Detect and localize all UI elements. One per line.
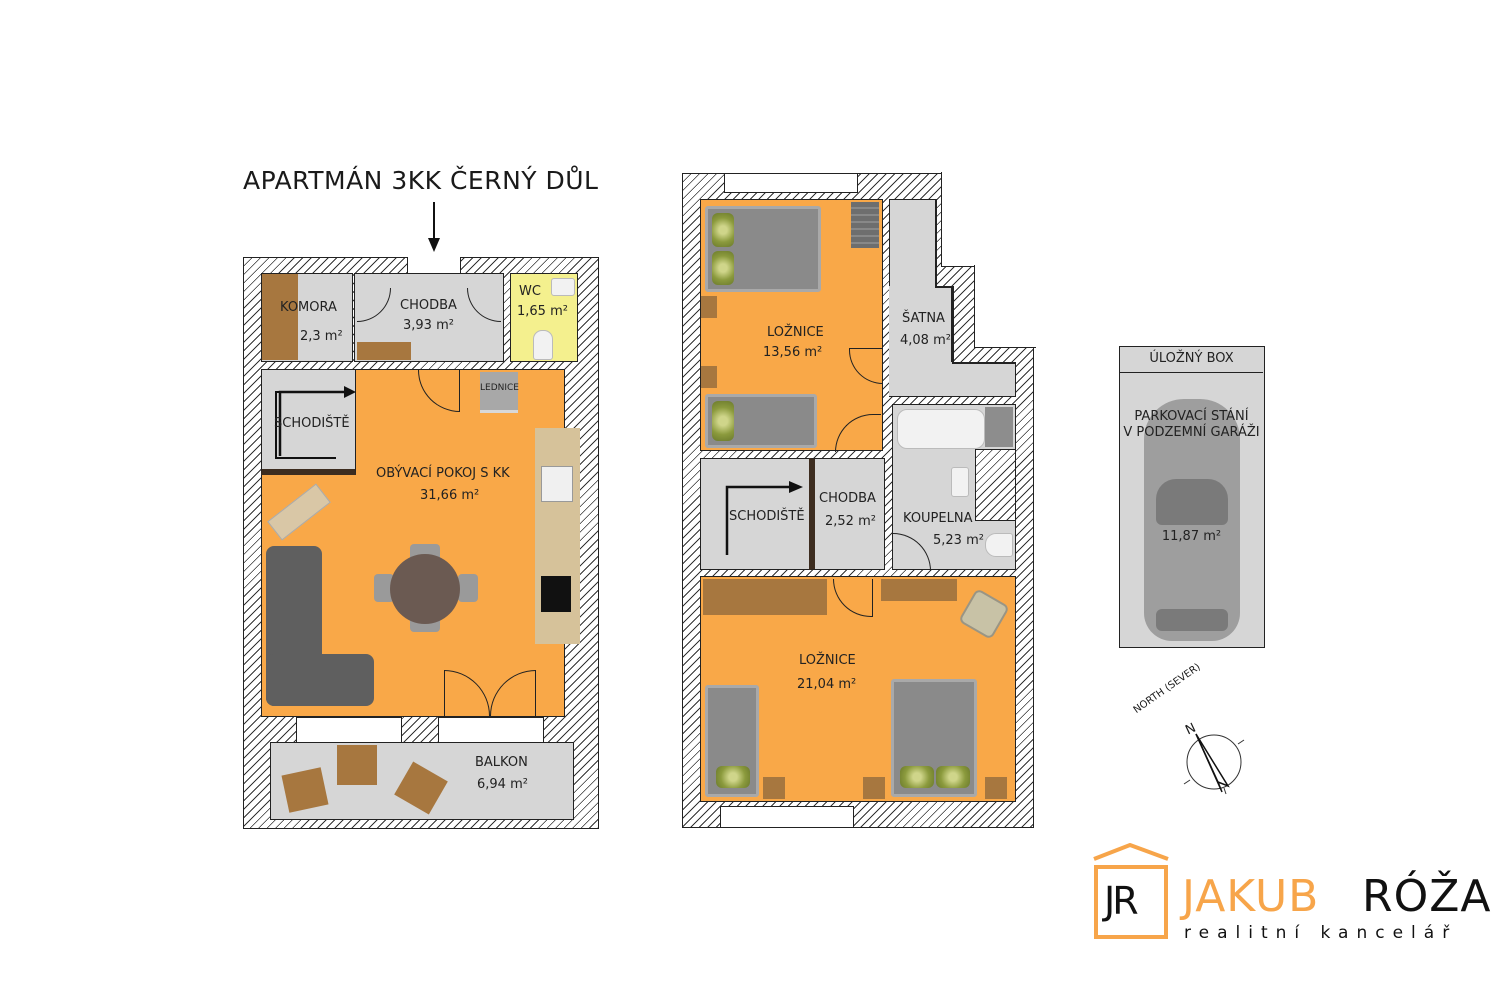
- room-name: SCHODIŠTĚ: [729, 509, 805, 524]
- window: [724, 173, 858, 193]
- stairs-floor1[interactable]: SCHODIŠTĚ: [261, 369, 356, 475]
- room-name: KOUPELNA: [903, 511, 973, 526]
- room-area: 1,65 m²: [517, 304, 568, 319]
- room-name: SCHODIŠTĚ: [274, 416, 350, 431]
- room-loznice-large[interactable]: LOŽNICE 21,04 m²: [700, 576, 1016, 802]
- armchair: [958, 588, 1010, 640]
- room-area: 31,66 m²: [420, 488, 480, 503]
- window: [720, 806, 854, 828]
- stairs-direction-icon: [278, 386, 356, 456]
- room-name: CHODBA: [819, 491, 876, 506]
- room-name: CHODBA: [400, 298, 457, 313]
- room-area: 2,52 m²: [825, 514, 876, 529]
- house-logo-icon: [1093, 843, 1169, 939]
- logo-monogram: JR: [1104, 879, 1139, 923]
- bed: [705, 206, 821, 292]
- room-name: LOŽNICE: [799, 653, 856, 668]
- room-name: OBÝVACÍ POKOJ S KK: [376, 466, 510, 481]
- room-area: 13,56 m²: [763, 345, 823, 360]
- stairs-direction-icon: [725, 481, 803, 555]
- toilet-icon: [533, 330, 553, 360]
- room-name: KOMORA: [280, 300, 337, 315]
- bed: [891, 679, 977, 797]
- bed: [705, 394, 817, 448]
- coffee-table: [267, 483, 331, 541]
- kitchen-counter: [535, 428, 580, 644]
- sink-icon: [551, 278, 575, 296]
- room-komora[interactable]: KOMORA 2,3 m²: [261, 273, 353, 362]
- garden-chair: [281, 767, 329, 813]
- room-name: ŠATNA: [902, 311, 945, 326]
- car-icon: [1144, 399, 1240, 641]
- logo-tagline: realitní kancelář: [1184, 923, 1458, 943]
- bed: [705, 685, 759, 797]
- parking-area: 11,87 m²: [1161, 529, 1222, 544]
- sink-icon: [951, 467, 969, 497]
- dining-chair: [374, 574, 394, 602]
- dining-chair: [458, 574, 478, 602]
- storage-box-label: ÚLOŽNÝ BOX: [1149, 351, 1234, 366]
- room-name: BALKON: [475, 755, 528, 770]
- room-wc[interactable]: WC 1,65 m²: [510, 273, 578, 362]
- room-area: 5,23 m²: [933, 533, 984, 548]
- room-area: 4,08 m²: [900, 333, 951, 348]
- toilet-icon: [985, 533, 1013, 557]
- room-area: 2,3 m²: [300, 329, 343, 344]
- room-area: 21,04 m²: [797, 677, 857, 692]
- fridge: LEDNICE: [480, 372, 519, 413]
- parking-space[interactable]: ÚLOŽNÝ BOX PARKOVACÍ STÁNÍ V PODZEMNÍ GA…: [1119, 346, 1265, 648]
- entrance-arrow-icon: [428, 202, 440, 252]
- window: [296, 717, 402, 743]
- room-satna-part: [889, 362, 1016, 397]
- company-logo: JR JAKUB RÓŽA realitní kancelář: [1092, 843, 1490, 943]
- garden-chair: [394, 761, 448, 815]
- wardrobe: [703, 579, 827, 615]
- room-name: WC: [519, 284, 541, 299]
- wardrobe: [881, 579, 957, 601]
- plan-title: APARTMÁN 3KK ČERNÝ DŮL: [243, 166, 599, 195]
- room-chodba-1[interactable]: CHODBA 3,93 m²: [354, 273, 504, 362]
- room-balkon[interactable]: BALKON 6,94 m²: [270, 742, 574, 820]
- room-chodba-2[interactable]: CHODBA 2,52 m²: [809, 458, 885, 570]
- compass-icon: N: [1180, 721, 1250, 796]
- garden-table: [337, 745, 377, 785]
- parking-label-line2: V PODZEMNÍ GARÁŽI: [1123, 425, 1260, 440]
- kitchen-sink-icon: [541, 466, 573, 502]
- room-name: LOŽNICE: [767, 325, 824, 340]
- compass-label: NORTH (SEVER): [1131, 661, 1203, 716]
- dining-table: [390, 554, 460, 624]
- logo-last-name: RÓŽA: [1362, 871, 1492, 922]
- bathtub-icon: [897, 409, 985, 449]
- logo-first-name: JAKUB: [1182, 871, 1320, 922]
- radiator: [851, 202, 879, 248]
- room-area: 3,93 m²: [403, 318, 454, 333]
- window: [438, 717, 544, 743]
- room-area: 6,94 m²: [477, 777, 528, 792]
- stairs-floor2[interactable]: SCHODIŠTĚ: [700, 458, 810, 570]
- room-koupelna[interactable]: KOUPELNA 5,23 m²: [892, 404, 1016, 571]
- room-loznice-small[interactable]: LOŽNICE 13,56 m²: [700, 199, 883, 452]
- parking-label-line1: PARKOVACÍ STÁNÍ: [1134, 409, 1249, 424]
- cooktop-icon: [541, 576, 571, 612]
